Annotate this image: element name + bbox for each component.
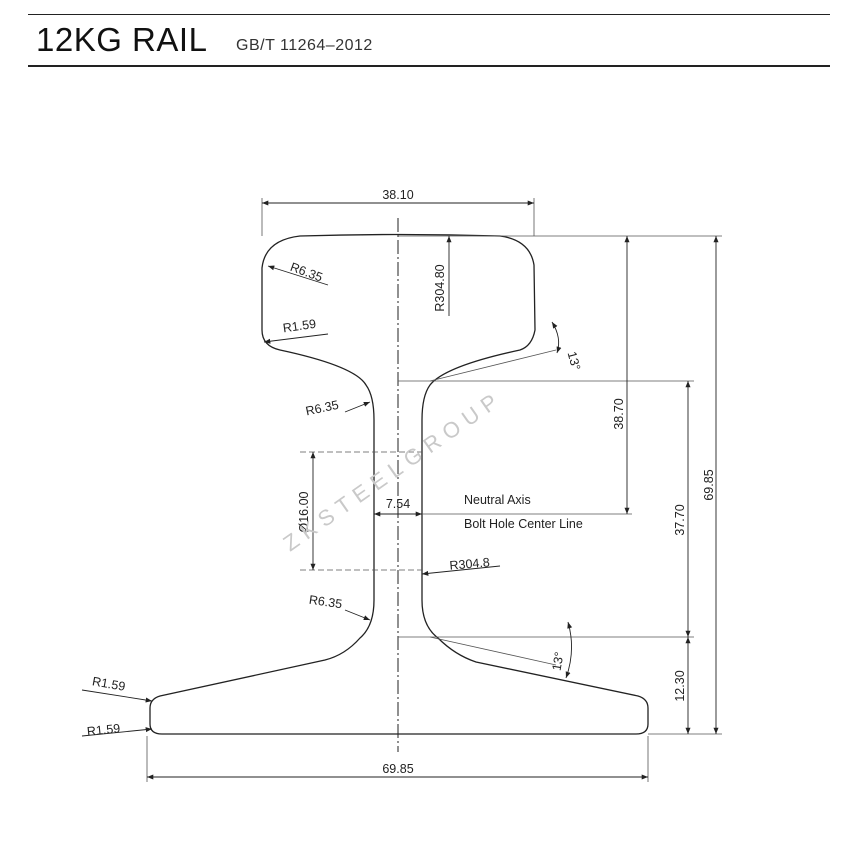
angle-bottom-label: 13° xyxy=(550,651,567,672)
head-width-label: 38.10 xyxy=(382,188,413,202)
web-height-label: 37.70 xyxy=(673,504,687,535)
total-height-label: 69.85 xyxy=(702,469,716,500)
angle-top-label: 13° xyxy=(565,350,583,372)
rail-outline xyxy=(149,233,649,735)
head-under-radius-label: R1.59 xyxy=(282,317,317,336)
web-radius-label: R304.8 xyxy=(449,555,490,572)
base-bottom-radius-label: R1.59 xyxy=(86,721,121,738)
bolt-hole-dia-label: Ø16.00 xyxy=(297,491,311,532)
title-bar: 12KG RAIL GB/T 11264–2012 xyxy=(28,14,830,67)
head-height-label: 38.70 xyxy=(612,398,626,429)
head-corner-radius-label: R6.35 xyxy=(288,260,324,285)
page-title: 12KG RAIL xyxy=(36,21,208,58)
base-top-radius-label: R1.59 xyxy=(91,674,126,694)
base-height-label: 12.30 xyxy=(673,670,687,701)
base-width-label: 69.85 xyxy=(382,762,413,776)
dimension-lines xyxy=(81,200,719,780)
standard-code: GB/T 11264–2012 xyxy=(236,37,373,54)
neutral-axis-label: Neutral Axis xyxy=(464,493,531,507)
head-radius-large-label: R304.80 xyxy=(433,264,447,311)
web-thickness-label: 7.54 xyxy=(386,497,410,511)
web-bottom-radius-label: R6.35 xyxy=(308,593,343,612)
web-top-radius-label: R6.35 xyxy=(304,398,340,419)
bolt-hole-line-label: Bolt Hole Center Line xyxy=(464,517,583,531)
